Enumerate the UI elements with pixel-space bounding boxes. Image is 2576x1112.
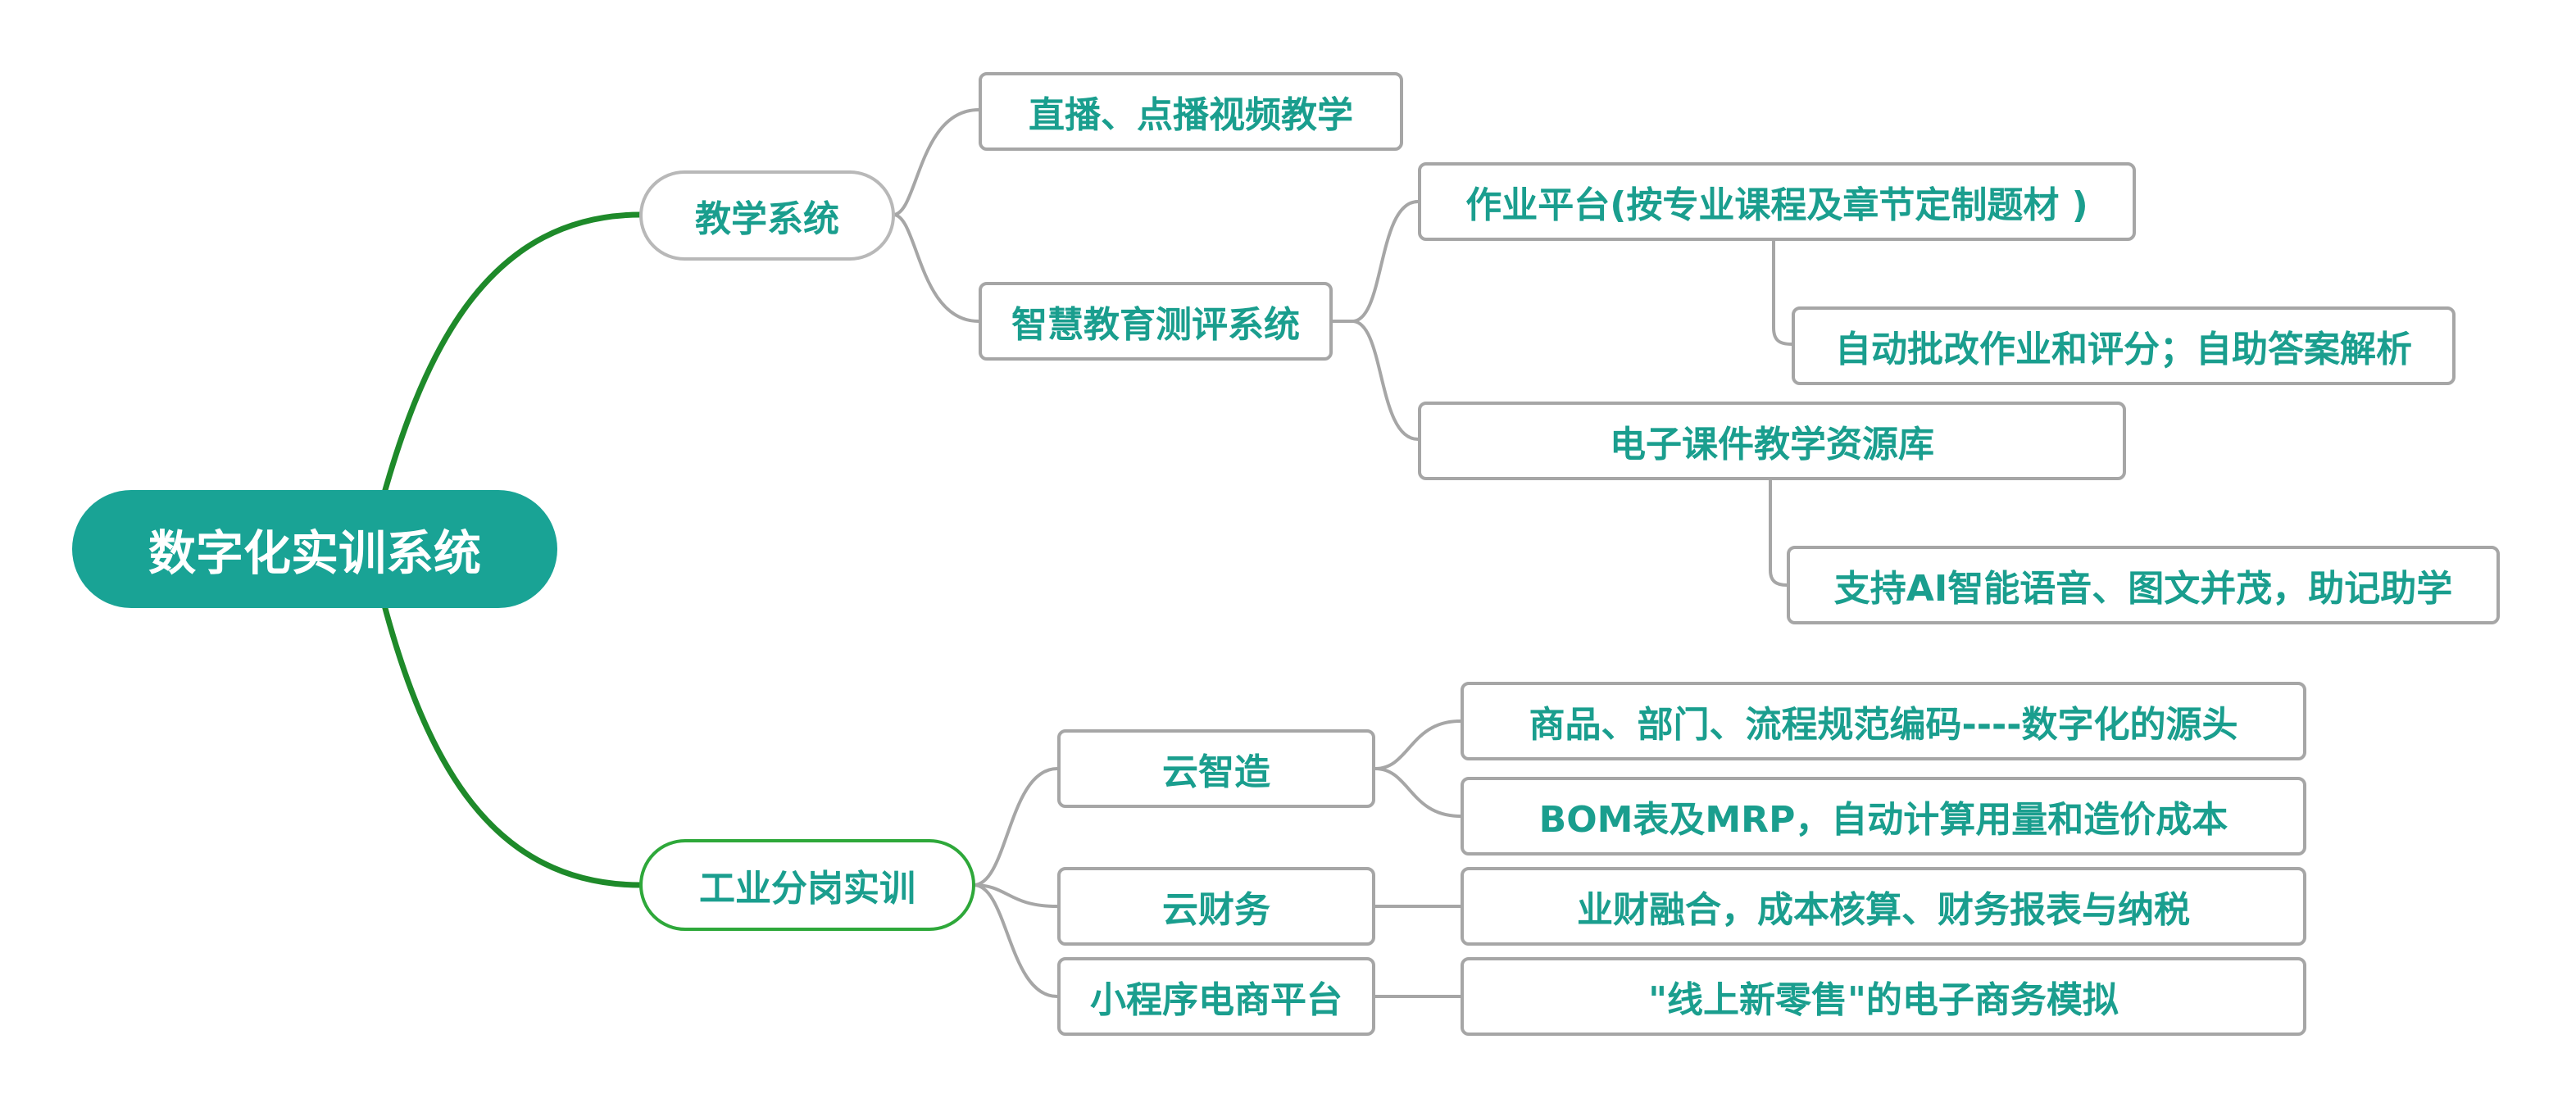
manufacturing-to-bom-line <box>1374 767 1461 818</box>
industry-to-finance-line <box>973 883 1058 908</box>
mini-program-desc-node[interactable]: "线上新零售"的电子商务模拟 <box>1461 957 2306 1036</box>
root-to-industry-line <box>380 601 642 888</box>
ai-voice-node[interactable]: 支持AI智能语音、图文并茂，助记助学 <box>1787 546 2500 624</box>
manufacturing-to-coding-line <box>1374 719 1461 770</box>
teaching-to-live-line <box>893 108 979 216</box>
industry-to-manufacturing-line <box>973 767 1058 887</box>
root-node[interactable]: 数字化实训系统 <box>72 490 557 608</box>
finance-desc-node[interactable]: 业财融合，成本核算、财务报表与纳税 <box>1461 867 2306 946</box>
courseware-to-ai-line <box>1769 479 1788 587</box>
teaching-to-eval-line <box>893 213 979 323</box>
industry-to-mini-line <box>973 883 1058 998</box>
eval-to-courseware-line <box>1352 320 1419 441</box>
cloud-finance-node[interactable]: 云财务 <box>1057 867 1375 946</box>
eval-to-homework-line <box>1333 200 1419 323</box>
root-to-teaching-line <box>380 211 642 497</box>
courseware-library-node[interactable]: 电子课件教学资源库 <box>1418 402 2126 480</box>
coding-node[interactable]: 商品、部门、流程规范编码----数字化的源头 <box>1461 682 2306 760</box>
cloud-manufacturing-node[interactable]: 云智造 <box>1057 729 1375 808</box>
mini-program-node[interactable]: 小程序电商平台 <box>1057 957 1375 1036</box>
eval-system-node[interactable]: 智慧教育测评系统 <box>979 282 1333 361</box>
homework-to-grading-line <box>1772 241 1792 346</box>
bom-node[interactable]: BOM表及MRP，自动计算用量和造价成本 <box>1461 777 2306 856</box>
auto-grading-node[interactable]: 自动批改作业和评分；自助答案解析 <box>1792 306 2456 385</box>
homework-platform-node[interactable]: 作业平台(按专业课程及章节定制题材 ) <box>1418 162 2136 241</box>
teaching-system-node[interactable]: 教学系统 <box>639 170 895 261</box>
live-video-node[interactable]: 直播、点播视频教学 <box>979 72 1403 151</box>
industry-training-node[interactable]: 工业分岗实训 <box>639 839 975 931</box>
